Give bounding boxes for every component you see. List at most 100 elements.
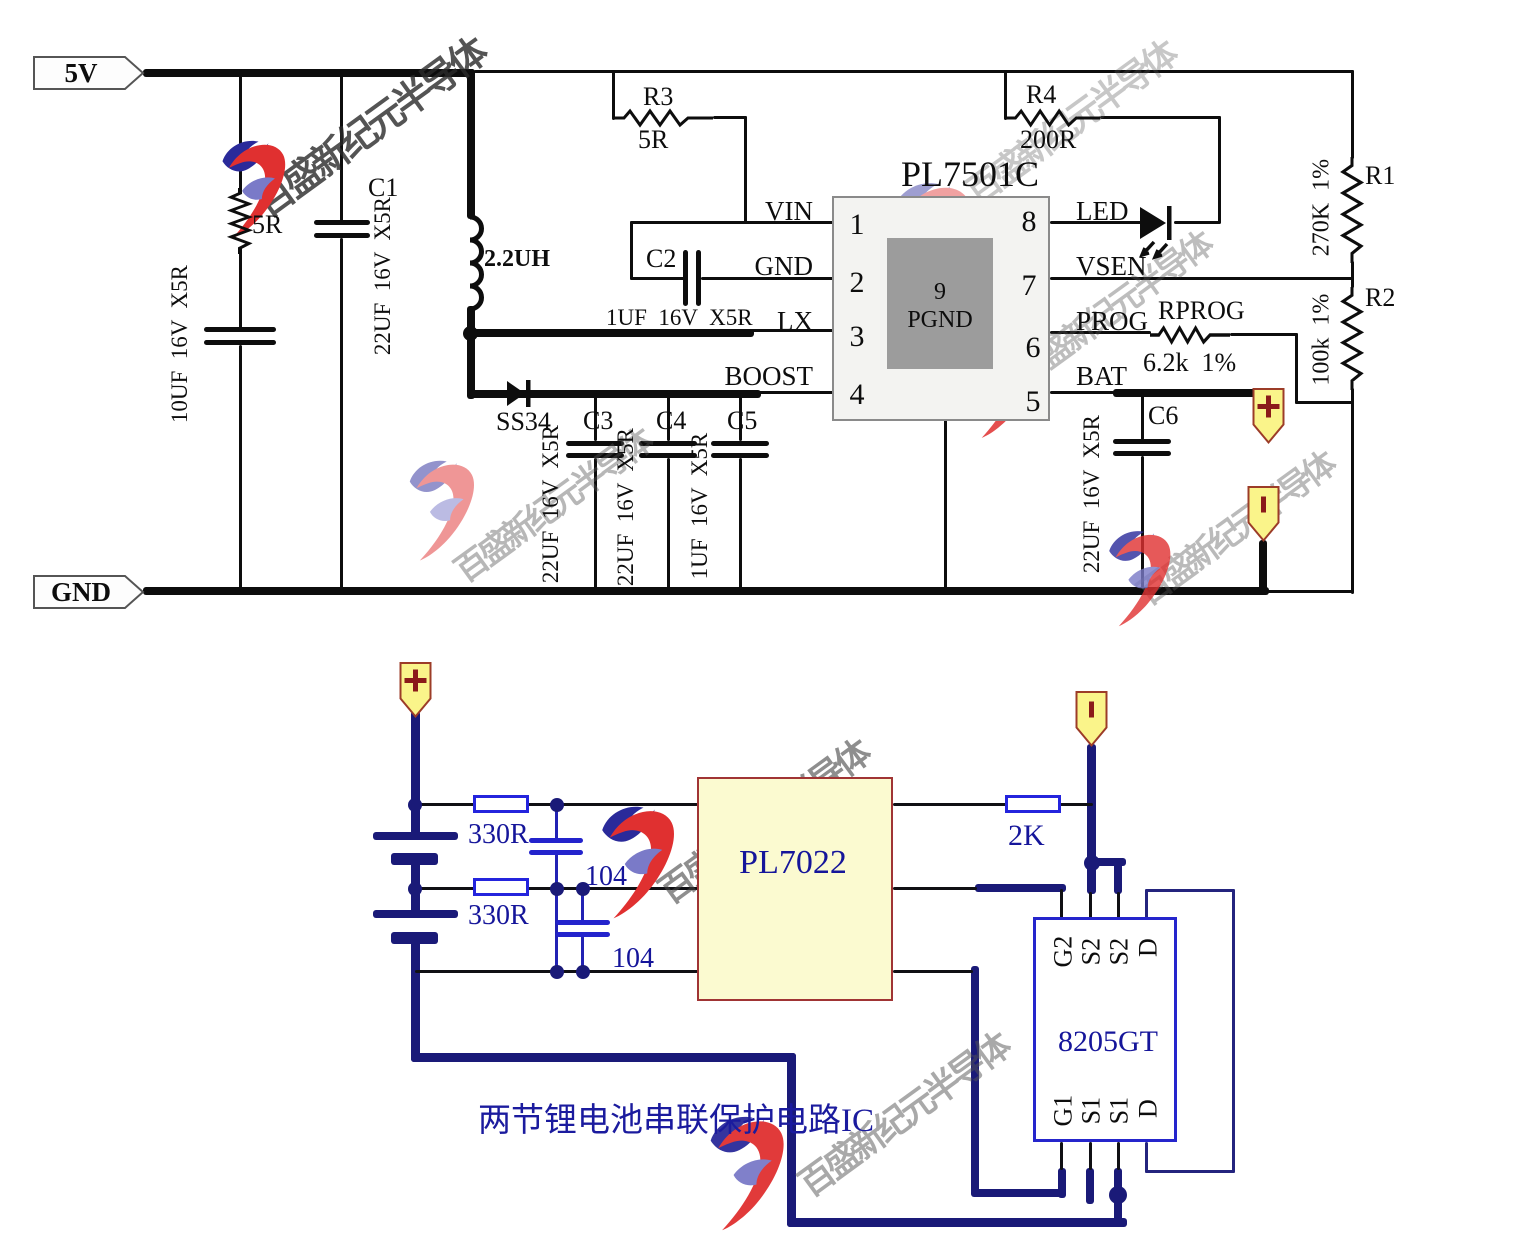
junction-dot (550, 798, 564, 812)
cap-10uf-value: 10UF 16V X5R (166, 265, 192, 424)
fet-pin-g2: G2 (1048, 935, 1078, 968)
wire-segment (787, 1053, 796, 1227)
net-label-5v: 5V (64, 58, 98, 88)
wire-segment (1174, 221, 1220, 224)
wire-segment (1295, 333, 1298, 404)
wire-segment (314, 220, 370, 225)
pin-num-3: 3 (849, 320, 865, 353)
wire-segment (1060, 889, 1063, 919)
resistor-r1-label: R1 (1365, 161, 1396, 190)
resistor-r4-label: R4 (1026, 80, 1057, 109)
wire-segment (1117, 892, 1120, 919)
cap-c1-label: C1 (368, 173, 399, 202)
wire-segment (971, 966, 979, 1194)
wire-segment (556, 932, 610, 937)
wire-segment (701, 277, 891, 280)
wire-segment (1114, 858, 1122, 894)
resistor-5r-input-value: 5R (252, 210, 283, 239)
inductor-coil (469, 214, 484, 312)
wire-segment (239, 70, 242, 191)
wire-segment (1113, 389, 1261, 397)
inductor-value: 2.2UH (484, 246, 550, 272)
wire-segment (1004, 70, 1007, 120)
wire-segment (1351, 70, 1354, 159)
wire-segment (474, 70, 1354, 73)
pin-label-vin: VIN (765, 196, 813, 226)
wire-segment (1141, 456, 1144, 590)
pgnd-num: 9 (934, 279, 946, 305)
resistor-r2-value: 100k 1% (1308, 293, 1335, 386)
diode-ss34 (507, 380, 531, 407)
pin-label-boost: BOOST (724, 361, 813, 391)
wire-segment (893, 803, 1093, 806)
cap-c4-value: 22UF 16V X5R (612, 428, 638, 587)
cap-c4-label: C4 (656, 406, 687, 435)
resistor-5r-input (226, 188, 254, 254)
junction-dot (576, 882, 590, 896)
cap-c5-label: C5 (727, 406, 758, 435)
pin-num-1: 1 (849, 208, 865, 241)
pack-minus-flag (1075, 691, 1108, 748)
fet-pin-s1a: S1 (1076, 1096, 1106, 1125)
wire-segment (1267, 590, 1354, 593)
pin-label-gnd: GND (754, 251, 814, 281)
wire-segment (470, 329, 754, 337)
wire-segment (1145, 889, 1235, 892)
wire-segment (630, 277, 686, 280)
wire-segment (340, 238, 343, 590)
wire-segment (971, 1189, 1066, 1197)
wire-segment (470, 390, 761, 398)
resistor-r3-label: R3 (643, 82, 674, 111)
wire-segment (204, 327, 276, 332)
wire-segment (594, 393, 597, 441)
ic-pl7022-body (697, 777, 893, 1001)
resistor-2k-label: 2K (1008, 819, 1045, 852)
wire-segment (893, 887, 977, 890)
wire-segment (467, 69, 475, 219)
wire-segment (467, 306, 475, 399)
wire-segment (696, 250, 701, 306)
led-icon (1138, 206, 1172, 260)
wire-segment (391, 853, 438, 865)
wire-segment (1086, 1168, 1094, 1204)
resistor-r4 (1005, 108, 1100, 128)
wire-segment (744, 116, 747, 224)
resistor-330r-2 (473, 878, 529, 896)
fet-pin-s2b: S2 (1104, 937, 1134, 966)
resistor-r1-value: 270K 1% (1308, 158, 1335, 257)
resistor-330r-1 (473, 795, 529, 813)
pin-label-prog: PROG (1076, 306, 1149, 336)
cap-c3-label: C3 (583, 406, 614, 435)
pin-num-5: 5 (1025, 385, 1041, 418)
pin-label-lx: LX (777, 306, 813, 336)
wire-segment (1218, 116, 1221, 224)
wire-segment (1230, 333, 1298, 336)
wire-segment (1050, 331, 1151, 334)
wire-segment (556, 920, 610, 925)
wire-segment (787, 1218, 1127, 1227)
wire-segment (1060, 1142, 1063, 1170)
wire-segment (566, 453, 624, 458)
resistor-r2-label: R2 (1365, 283, 1396, 312)
resistor-2k (1005, 795, 1061, 813)
wire-segment (1087, 858, 1126, 866)
wire-segment (1113, 439, 1171, 444)
fet-pin-s1b: S1 (1104, 1096, 1134, 1125)
wire-segment (975, 884, 1066, 892)
wire-segment (566, 441, 624, 446)
wire-segment (1351, 388, 1354, 594)
net-label-gnd: GND (51, 577, 111, 607)
wire-segment (639, 453, 697, 458)
junction-dot (462, 325, 478, 341)
wire-segment (340, 70, 343, 222)
wire-segment (1113, 451, 1171, 456)
wire-segment (391, 932, 438, 944)
wire-segment (750, 329, 835, 332)
wire-segment (1145, 889, 1148, 919)
junction-dot (1109, 1186, 1127, 1204)
wire-segment (1145, 1142, 1148, 1173)
resistor-r3 (613, 108, 713, 128)
resistor-rprog-value: 6.2k 1% (1143, 348, 1237, 377)
ic-pl7501c-body (832, 196, 1050, 421)
wire-segment (739, 458, 742, 590)
